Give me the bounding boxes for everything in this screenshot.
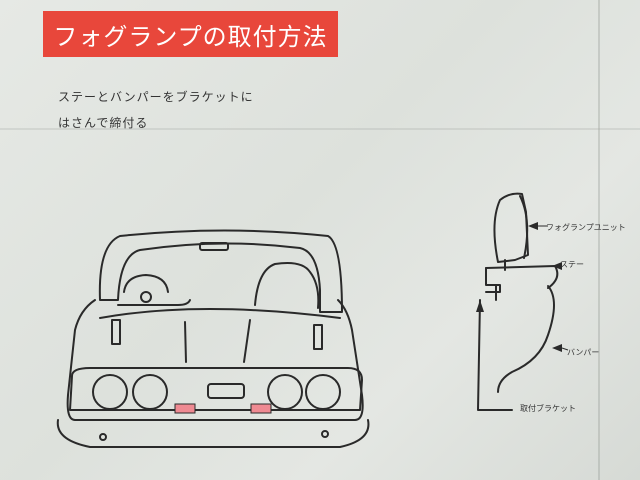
car-body-outline [66, 299, 364, 421]
arrow-fog-lamp-unit [528, 222, 538, 230]
headlight-left-inner [132, 374, 168, 410]
reflector-right [250, 403, 272, 414]
rearview-mirror [199, 242, 229, 251]
headlight-left-outer [92, 374, 128, 410]
center-emblem [207, 383, 245, 399]
label-mounting-bracket: 取付ブラケット [520, 404, 576, 413]
instruction-line-1: ステーとバンパーをブラケットに [58, 90, 254, 104]
leader-bumper [561, 347, 569, 351]
hood-line-left [184, 321, 187, 363]
steering-wheel [123, 274, 169, 293]
seat-back [254, 262, 320, 309]
fender-vent-right [313, 324, 323, 350]
instruction-line-2: はさんで締付る [58, 116, 149, 130]
label-stay: ステー [560, 260, 584, 269]
headlight-right-outer [305, 374, 341, 410]
front-bumper [56, 419, 370, 448]
steering-hub [140, 291, 152, 303]
headlight-right-inner [267, 374, 303, 410]
fender-vent-left [111, 319, 121, 345]
reflector-left [174, 403, 196, 414]
fog-lamp-lens [519, 195, 529, 259]
bumper-bolt-left [99, 433, 107, 441]
hood-outline [99, 308, 341, 319]
bumper-bolt-right [321, 430, 329, 438]
arrow-stay [552, 262, 562, 270]
label-fog-lamp-unit: フォグランプユニット [546, 223, 626, 232]
arrow-bumper [552, 344, 562, 352]
title-banner: フォグランプの取付方法 [43, 11, 338, 57]
hood-line-right [243, 319, 251, 363]
car-front-illustration [56, 229, 370, 448]
arrow-bracket [476, 300, 484, 312]
leader-bracket [477, 299, 513, 411]
bracket-clamp [485, 267, 501, 293]
paper-fold-vertical [598, 0, 600, 480]
dashboard [117, 299, 191, 306]
bumper-profile [497, 285, 555, 393]
label-bumper: バンパー [567, 348, 600, 357]
paper-fold-horizontal [0, 128, 640, 130]
car-windshield-frame [98, 229, 343, 313]
grille-outline [69, 367, 363, 411]
fog-lamp-housing [493, 192, 529, 263]
